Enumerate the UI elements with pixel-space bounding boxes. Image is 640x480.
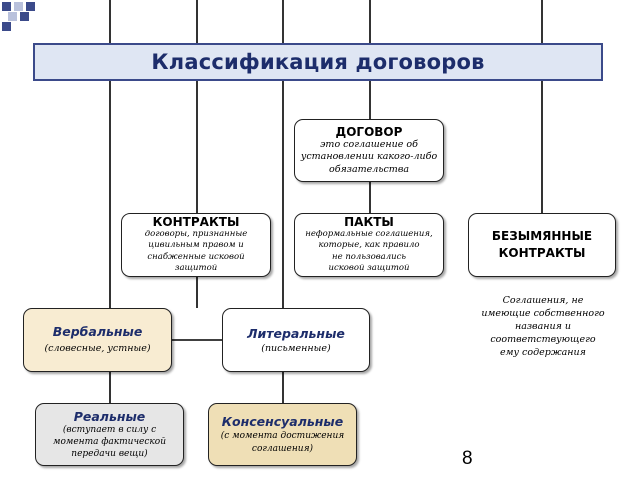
decor-square (14, 2, 23, 11)
node-line: не пользовались (331, 251, 406, 262)
note-line: ему содержания (500, 347, 586, 358)
node-line: (с момента достижения (220, 430, 345, 441)
page-number: 8 (462, 448, 473, 469)
node-literalnye: Литеральные (письменные) (222, 308, 370, 372)
node-line: установлении какого-либо (300, 151, 438, 163)
node-realnye: Реальные (вступает в силу с момента факт… (35, 403, 184, 466)
node-line: момента фактической (52, 437, 167, 447)
note-line: соответствующего (490, 334, 596, 345)
decor-square (26, 2, 35, 11)
node-line: исковой защитой (328, 263, 410, 273)
node-kontrakty: КОНТРАКТЫ договоры, признанные цивильным… (121, 213, 271, 277)
node-line: защитой (174, 263, 218, 273)
note-line: имеющие собственного (481, 308, 605, 319)
node-line: неформальные соглашения, (305, 228, 433, 239)
node-line: (словесные, устные) (44, 343, 151, 354)
decor-square (8, 12, 17, 21)
node-title: Консенсуальные (221, 413, 344, 429)
node-title: КОНТРАКТЫ (152, 214, 240, 229)
decor-square (20, 12, 29, 21)
node-line: (вступает в силу с (62, 425, 157, 435)
node-title: Литеральные (247, 326, 345, 341)
node-line: передачи вещи) (71, 449, 148, 459)
node-line: договоры, признанные (144, 228, 248, 239)
node-title: Реальные (73, 409, 146, 424)
node-pakty: ПАКТЫ неформальные соглашения, которые, … (294, 213, 444, 277)
node-line: это соглашение об (320, 138, 418, 150)
node-title: ДОГОВОР (335, 124, 403, 139)
node-title: БЕЗЫМЯННЫЕ (491, 229, 593, 243)
decor-square (2, 2, 11, 11)
note-line: Соглашения, не (502, 295, 584, 306)
node-line: (письменные) (261, 343, 331, 354)
node-line: соглашения) (251, 443, 314, 454)
note-line: названия и (514, 321, 572, 332)
node-title: ПАКТЫ (344, 214, 394, 229)
node-line: которые, как правило (318, 240, 420, 250)
node-dogovor: ДОГОВОР это соглашение об установлении к… (294, 119, 444, 182)
page-title: Классификация договоров (151, 50, 485, 74)
node-konsensualnye: Консенсуальные (с момента достижения сог… (208, 403, 357, 466)
node-line: обязательства (328, 163, 410, 175)
node-line: цивильным правом и (148, 240, 244, 250)
bezymyannye-note: Соглашения, не имеющие собственного назв… (470, 294, 616, 359)
node-title: КОНТРАКТЫ (498, 246, 586, 260)
decor-square (2, 22, 11, 31)
node-title: Вербальные (52, 324, 143, 339)
node-verbalnye: Вербальные (словесные, устные) (23, 308, 172, 372)
node-bezymyannye: БЕЗЫМЯННЫЕ КОНТРАКТЫ (468, 213, 616, 277)
node-line: снабженные исковой (147, 251, 245, 262)
title-bar: Классификация договоров (33, 43, 603, 81)
